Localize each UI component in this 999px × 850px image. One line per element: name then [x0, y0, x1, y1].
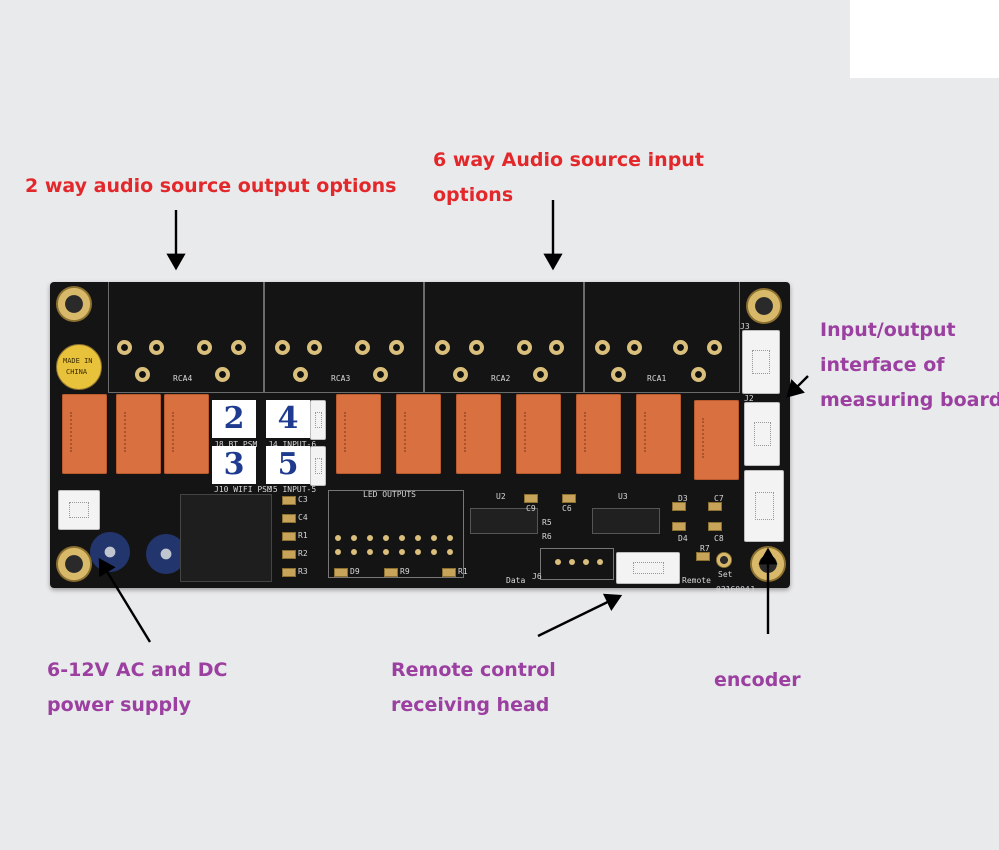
relay — [636, 394, 681, 474]
ic-u3 — [592, 508, 660, 534]
board-code-label: 0316004J — [716, 585, 755, 594]
relay — [516, 394, 561, 474]
rca1-label: RCA1 — [647, 374, 667, 383]
relay — [576, 394, 621, 474]
mounting-hole — [750, 546, 786, 582]
power-connector — [58, 490, 100, 530]
white-corner-patch — [850, 0, 999, 78]
relay — [116, 394, 161, 474]
set-label: Set — [718, 570, 733, 579]
j2-label: J2 — [744, 394, 754, 403]
io-interface-label-line3: measuring board — [820, 389, 999, 411]
rca2-label: RCA2 — [491, 374, 511, 383]
mounting-hole — [56, 286, 92, 322]
relay — [62, 394, 107, 474]
input-options-label-line1: 6 way Audio source input — [433, 149, 704, 171]
relay — [396, 394, 441, 474]
made-in-china-stamp: MADE IN CHINA — [56, 344, 102, 390]
power-supply-label-line1: 6-12V AC and DC — [47, 659, 228, 681]
mounting-hole — [746, 288, 782, 324]
voltage-regulator — [180, 494, 272, 582]
j4-label: J4 INPUT-6 — [268, 440, 317, 449]
relay — [336, 394, 381, 474]
output-options-label: 2 way audio source output options — [25, 175, 397, 197]
electrolytic-capacitor — [146, 534, 186, 574]
led-outputs-header: LED OUTPUTS — [328, 490, 464, 578]
u2-label: U2 — [496, 492, 506, 501]
io-interface-label-line1: Input/output — [820, 319, 956, 341]
connector-j3 — [742, 330, 780, 394]
connector-number-box: 5 — [266, 446, 310, 484]
connector-j2-measuring-board — [744, 402, 780, 466]
connector-number-box: 4 — [266, 400, 310, 438]
rca3-label: RCA3 — [331, 374, 351, 383]
connector — [310, 446, 326, 486]
connector-number-box: 3 — [212, 446, 256, 484]
relay — [164, 394, 209, 474]
u3-label: U3 — [618, 492, 628, 501]
io-arrow — [786, 375, 809, 398]
j6-label: J6 — [532, 572, 542, 581]
pcb-board: MADE IN CHINA RCA4 RCA3 RCA2 RCA1 J3 J2 — [50, 282, 790, 594]
j8-label: J8 BT PSM — [214, 440, 258, 449]
encoder-connector — [744, 470, 784, 542]
connector — [310, 400, 326, 440]
data-label: Data — [506, 576, 526, 585]
rca2-section: RCA2 — [424, 282, 584, 393]
input-options-label-line2: options — [433, 184, 514, 206]
rca4-label: RCA4 — [173, 374, 193, 383]
led-outputs-label: LED OUTPUTS — [363, 490, 416, 499]
rca1-section: RCA1 — [584, 282, 740, 393]
power-supply-label-line2: power supply — [47, 694, 192, 716]
set-button — [716, 552, 732, 568]
relay — [694, 400, 739, 480]
ic-u2 — [470, 508, 538, 534]
remote-arrow — [537, 593, 623, 638]
j10-label: J10 WIFI PSM — [214, 485, 272, 494]
rca3-section: RCA3 — [264, 282, 424, 393]
remote-control-label-line2: receiving head — [391, 694, 550, 716]
j3-label: J3 — [740, 322, 750, 331]
remote-control-label-line1: Remote control — [391, 659, 556, 681]
electrolytic-capacitor — [90, 532, 130, 572]
data-header-j6 — [540, 548, 614, 580]
encoder-label: encoder — [714, 669, 801, 691]
mounting-hole — [56, 546, 92, 582]
rca4-section: RCA4 — [108, 282, 264, 393]
remote-receiver-connector — [616, 552, 680, 584]
relay — [456, 394, 501, 474]
io-interface-label-line2: interface of — [820, 354, 945, 376]
remote-label: Remote — [682, 576, 711, 585]
connector-number-box: 2 — [212, 400, 256, 438]
j5-label: J5 INPUT-5 — [268, 485, 317, 494]
